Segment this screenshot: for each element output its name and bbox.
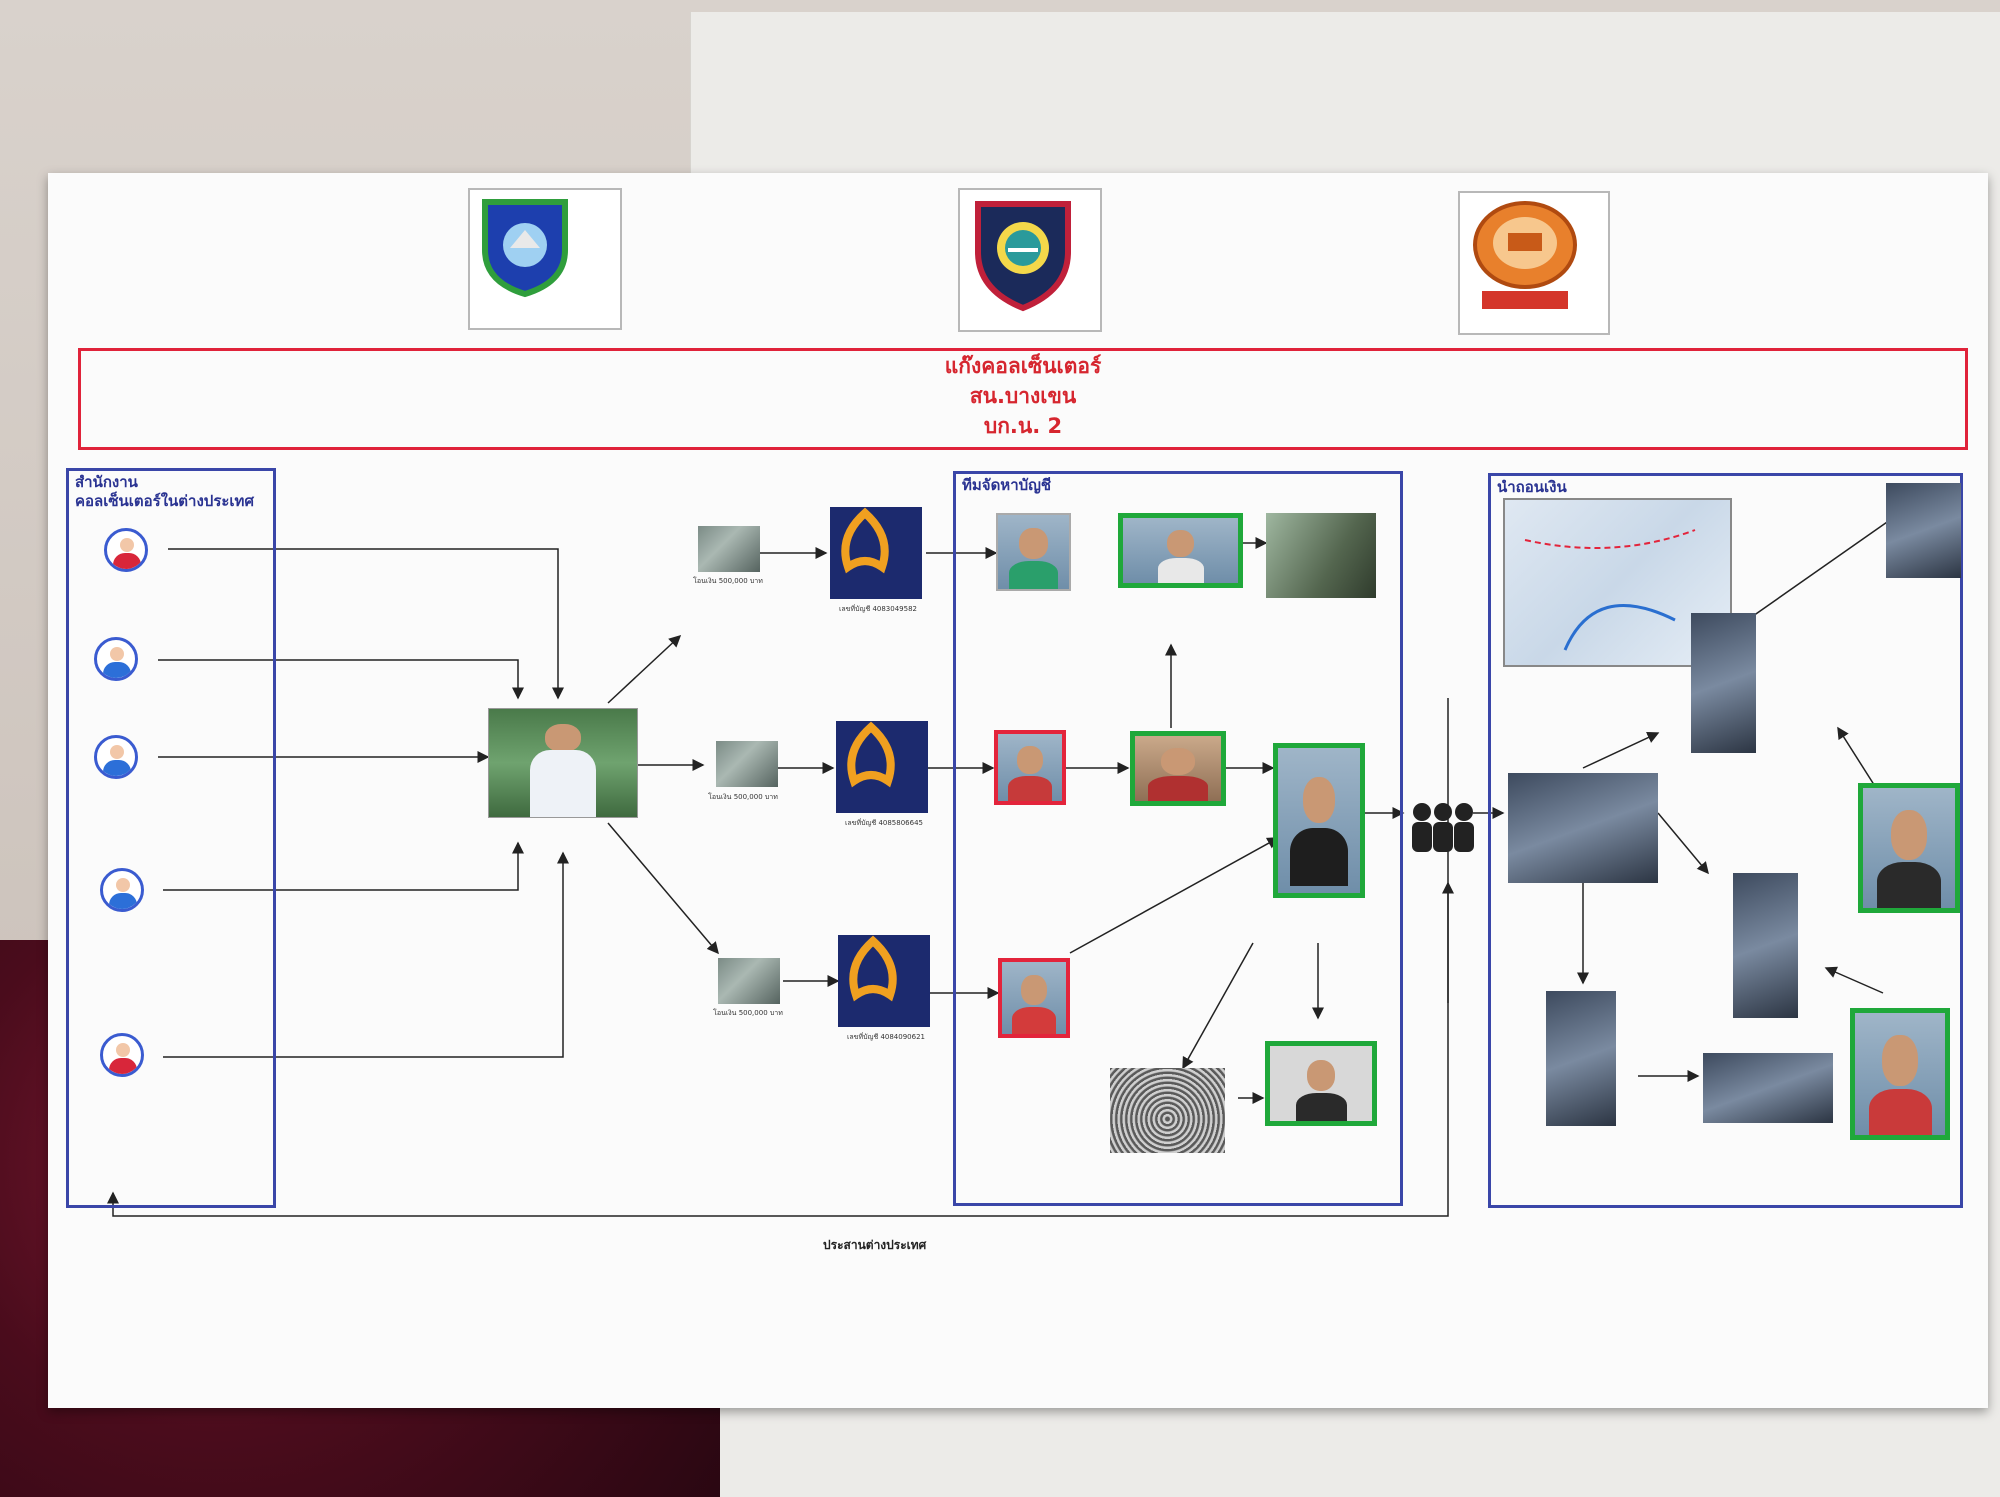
account-label-1: เลขที่บัญชี 4083049582 [838, 605, 917, 613]
metropolitan-police-seal-icon [1473, 201, 1577, 309]
withdrawal-cctv-group [1508, 773, 1658, 883]
investigation-board: แก๊งคอลเซ็นเตอร์ สน.บางเขน บก.น. 2 สำนัก… [48, 173, 1988, 1408]
transfer-label-3: โอนเงิน 500,000 บาท [713, 1009, 783, 1017]
police-shield-icon [482, 199, 568, 298]
tourist-police-badge-icon [975, 201, 1071, 312]
suspect-photo-4 [1130, 731, 1226, 806]
fingerprint-photo [1110, 1068, 1225, 1153]
cctv-shop-photo [1266, 513, 1376, 598]
route-lines [1524, 529, 1696, 651]
transfer-cctv-1 [698, 526, 760, 572]
suspect-photo-3 [994, 730, 1066, 805]
central-suspect-photo [488, 708, 638, 818]
person-avatar-5 [100, 1033, 144, 1077]
connector-lines [107, 512, 1902, 1217]
withdrawal-cctv-2 [1691, 613, 1756, 753]
title-line-2: สน.บางเขน [969, 384, 1077, 408]
withdrawer-photo-2 [1850, 1008, 1950, 1140]
suspect-photo-2 [1118, 513, 1243, 588]
withdrawer-photo-1 [1858, 783, 1960, 913]
withdrawal-cctv-4 [1546, 991, 1616, 1126]
section-overseas-office: สำนักงาน คอลเซ็นเตอร์ในต่างประเทศ [66, 468, 276, 1208]
section-label-overseas: สำนักงาน คอลเซ็นเตอร์ในต่างประเทศ [75, 473, 254, 511]
section-label-withdrawal: นำถอนเงิน [1497, 478, 1567, 496]
transfer-cctv-3 [718, 958, 780, 1004]
account-label-3: เลขที่บัญชี 4084090621 [846, 1033, 925, 1041]
transfer-label-1: โอนเงิน 500,000 บาท [693, 577, 763, 585]
section-label-procurement: ทีมจัดหาบัญชี [962, 476, 1052, 494]
title-line-1: แก๊งคอลเซ็นเตอร์ [944, 354, 1102, 378]
person-avatar-2 [94, 637, 138, 681]
account-label-2: เลขที่บัญชี 4085806645 [844, 819, 923, 827]
bank-leaf-logo-icon [847, 721, 895, 788]
suspect-photo-5 [998, 958, 1070, 1038]
section-account-procurement: ทีมจัดหาบัญชี [953, 471, 1403, 1206]
unknown-persons-icon [1412, 803, 1474, 852]
footer-coordinate-label: ประสานต่างประเทศ [823, 1238, 927, 1252]
withdrawal-cctv-5 [1703, 1053, 1833, 1123]
logo-box-1 [468, 188, 622, 330]
bank-logo-2 [836, 721, 928, 813]
bank-leaf-logo-icon [841, 507, 889, 574]
withdrawal-cctv-3 [1733, 873, 1798, 1018]
suspect-photo-1 [996, 513, 1071, 591]
bank-leaf-logo-icon [849, 935, 897, 1002]
bank-logo-1 [830, 507, 922, 599]
suspect-photo-key [1273, 743, 1365, 898]
bank-logo-3 [838, 935, 930, 1027]
withdrawal-cctv-1 [1886, 483, 1961, 578]
title-line-3: บก.น. 2 [983, 414, 1063, 438]
logo-box-2 [958, 188, 1102, 332]
section-label-line-1: สำนักงาน [75, 473, 138, 491]
person-avatar-1 [104, 528, 148, 572]
title-banner: แก๊งคอลเซ็นเตอร์ สน.บางเขน บก.น. 2 [78, 348, 1968, 450]
section-label-line-2: คอลเซ็นเตอร์ในต่างประเทศ [75, 492, 254, 510]
transfer-label-2: โอนเงิน 500,000 บาท [708, 793, 778, 801]
suspect-photo-6 [1265, 1041, 1377, 1126]
person-avatar-4 [100, 868, 144, 912]
person-avatar-3 [94, 735, 138, 779]
section-withdrawal: นำถอนเงิน [1488, 473, 1963, 1208]
logo-box-3 [1458, 191, 1610, 335]
transfer-cctv-2 [716, 741, 778, 787]
